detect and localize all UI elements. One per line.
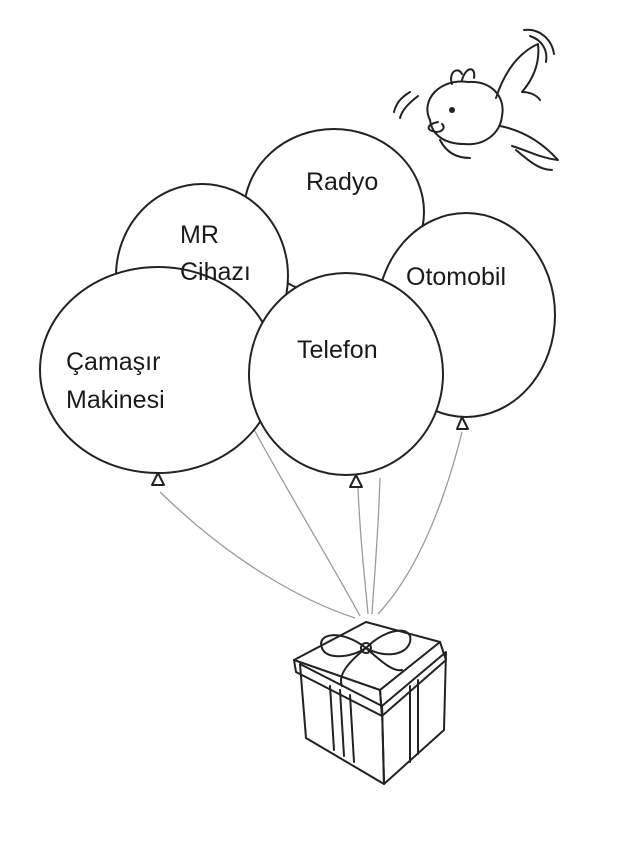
gift-box-icon bbox=[293, 621, 447, 785]
label-camasir-line2: Makinesi bbox=[66, 386, 165, 414]
label-radyo: Radyo bbox=[306, 168, 378, 196]
label-mr-line1: MR bbox=[180, 221, 219, 249]
balloon-telefon bbox=[248, 272, 444, 488]
label-camasir-line1: Çamaşır bbox=[66, 348, 160, 376]
balloon-camasir-makinesi bbox=[39, 266, 277, 486]
label-telefon: Telefon bbox=[297, 336, 378, 364]
label-otomobil: Otomobil bbox=[406, 263, 506, 291]
bird-icon bbox=[393, 28, 559, 171]
label-mr-line2: Cihazı bbox=[180, 258, 251, 286]
